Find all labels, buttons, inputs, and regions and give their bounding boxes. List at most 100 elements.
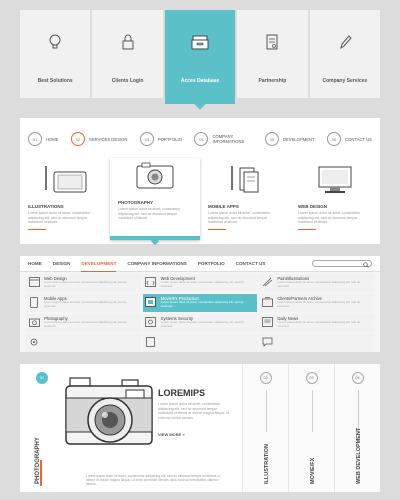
section-number: 01	[36, 372, 48, 384]
section-divider	[311, 390, 313, 432]
menu-item-company-informations[interactable]: COMPANY INFORMATIONS	[127, 261, 187, 266]
lock-icon	[118, 32, 138, 52]
card-title: MOBILE APPS	[208, 204, 239, 209]
grid-item-title: Photography	[44, 316, 68, 321]
step-label: COMPANY INFORMATIONS	[212, 134, 245, 144]
menu-item-home[interactable]: HOME	[28, 261, 42, 266]
card-web-design[interactable]: WEB DESIGN Lorem ipsum dolor sit amet, c…	[290, 162, 380, 238]
grid-item-title: Web Design	[44, 276, 67, 281]
grid-item-desc: Lorem ipsum dolor sit amet, consectetur …	[277, 320, 361, 328]
grid-item-desc: Lorem ipsum dolor sit amet, consectetur …	[160, 320, 244, 328]
card-desc: Lorem ipsum dolor sit amet, consectetur …	[28, 211, 91, 224]
card-desc: Lorem ipsum dolor sit amet, consectetur …	[298, 211, 361, 224]
tile-partnership[interactable]: Partnership	[237, 10, 308, 98]
phone-icon	[28, 296, 40, 308]
contract-icon	[262, 32, 282, 52]
section-number: 03	[305, 372, 318, 384]
step-label: CONTACT US	[345, 136, 372, 142]
tile-label: Partnership	[258, 78, 287, 84]
section-divider	[357, 390, 359, 432]
service-cards: ILLUSTRATIONS Lorem ipsum dolor sit amet…	[20, 158, 380, 246]
search-input[interactable]	[312, 260, 372, 268]
tile-label: Best Solutions	[37, 78, 73, 84]
accordion-panel: 01 PHOTOGRAPHY LOREMIPS Lorem ipsum dolo…	[20, 364, 380, 492]
chat-icon	[261, 336, 273, 348]
accordion-section-movie-fx[interactable]: 03 MOVIE/FX	[288, 364, 334, 492]
step-number: 03	[139, 132, 154, 146]
camera-icon	[118, 158, 192, 194]
camera-icon	[28, 316, 40, 328]
tile-access-database[interactable]: Acces Database	[164, 10, 236, 104]
section-label: WEB DEVELOPMENT	[355, 427, 362, 484]
card-illustrations[interactable]: ILLUSTRATIONS Lorem ipsum dolor sit amet…	[20, 162, 110, 238]
news-icon	[261, 316, 273, 328]
section-divider	[265, 390, 267, 432]
search-icon	[363, 261, 369, 268]
menu-item-contact-us[interactable]: CONTACT US	[235, 261, 266, 266]
grid-item-title: Web Development	[160, 276, 196, 281]
card-mobile-apps[interactable]: MOBILE APPS Lorem ipsum dolor sit amet, …	[200, 162, 290, 238]
accordion-section-illustration[interactable]: 02 ILLUSTRATION	[242, 364, 288, 492]
menu-item-design[interactable]: DESIGN	[52, 261, 71, 266]
card-title: ILLUSTRATIONS	[28, 204, 64, 209]
menu-item-development[interactable]: DEVELOPMENT	[81, 256, 117, 272]
card-underline	[28, 228, 46, 230]
accordion-section-web-development[interactable]: 04 WEB DEVELOPMENT	[334, 364, 380, 492]
section-number: 02	[259, 372, 272, 384]
top-menu: HOME DESIGN DEVELOPMENT COMPANY INFORMAT…	[20, 256, 380, 272]
step-label: PORTFOLIO	[157, 136, 182, 142]
step-number: 06	[327, 132, 342, 146]
grid-item-desc: Lorem ipsum dolor sit amet, consectetur …	[44, 300, 127, 308]
grid-item-chat[interactable]	[259, 334, 374, 352]
development-panel: HOME DESIGN DEVELOPMENT COMPANY INFORMAT…	[20, 256, 380, 352]
tile-best-solutions[interactable]: Best Solutions	[20, 10, 91, 98]
step-number: 02	[71, 132, 86, 146]
grid-item-documents[interactable]	[142, 334, 258, 352]
paint-tools-icon	[261, 276, 273, 288]
database-box-icon	[190, 32, 210, 52]
section-footer-text: Lorem ipsum dolor sit amet, consectetur …	[86, 474, 221, 487]
menu-item-portfolio[interactable]: PORTFOLIO	[197, 261, 225, 266]
grid-item-title: Systems Security	[160, 316, 194, 321]
card-underline	[298, 228, 316, 230]
step-label: DEVELOPMENT	[282, 136, 315, 142]
browser-icon	[28, 276, 40, 288]
step-number: 01	[28, 132, 42, 146]
code-window-icon	[145, 276, 157, 288]
card-desc: Lorem ipsum dolor sit amet, consectetur …	[208, 211, 271, 224]
grid-item-desc: Lorem ipsum dolor sit amet, consectetur …	[277, 280, 361, 288]
view-more-link[interactable]: VIEW MORE »	[158, 432, 185, 437]
grid-item-title: Clients/Partners Archive	[277, 296, 323, 301]
accordion-section-photography[interactable]: 01 PHOTOGRAPHY LOREMIPS Lorem ipsum dolo…	[20, 364, 242, 492]
section-description: Lorem ipsum dolor sit amet, consectetur …	[158, 402, 230, 420]
archive-icon	[261, 296, 273, 308]
lightbulb-icon	[45, 32, 65, 52]
tile-company-services[interactable]: Company Services	[309, 10, 381, 98]
tile-clients-login[interactable]: Clients Login	[92, 10, 163, 98]
grid-item-title: Paint/Illustrations	[277, 276, 310, 281]
film-icon	[145, 296, 157, 308]
card-title: PHOTOGRAPHY	[118, 200, 154, 205]
step-number: 05	[264, 132, 279, 146]
grid-item-settings[interactable]	[26, 334, 141, 352]
grid-item-desc: Lorem ipsum dolor sit amet, consectetur …	[160, 280, 244, 288]
card-photography[interactable]: PHOTOGRAPHY Lorem ipsum dolor sit amet, …	[110, 158, 200, 246]
section-label: ILLUSTRATION	[263, 444, 270, 484]
